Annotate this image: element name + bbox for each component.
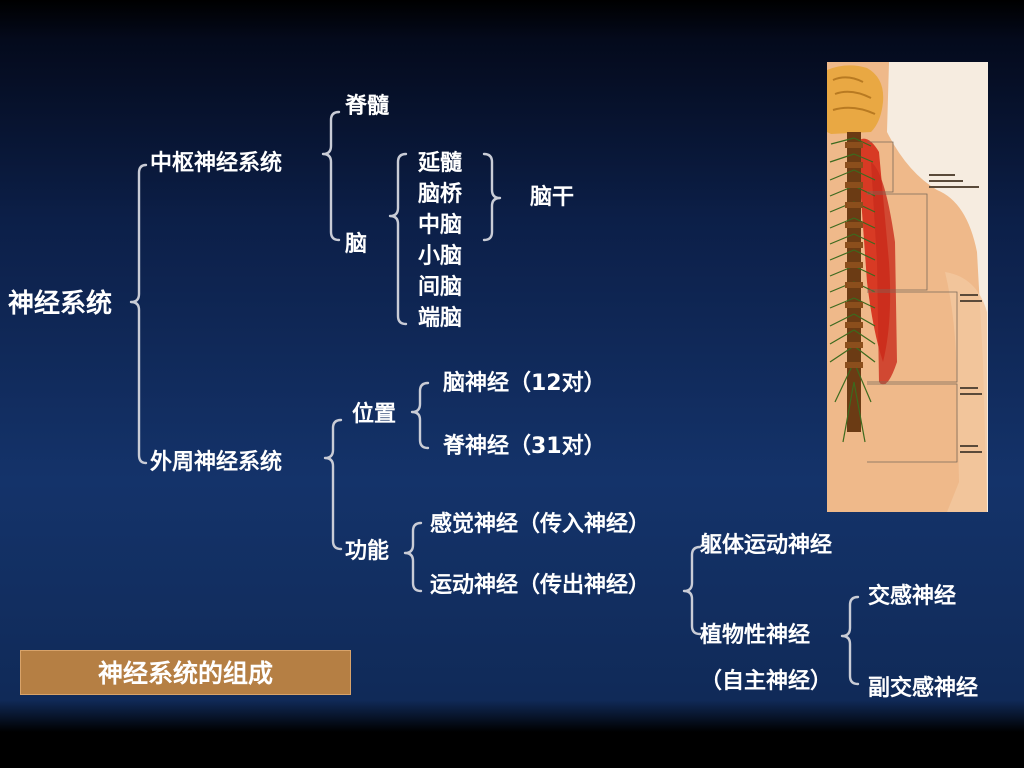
parasympathetic-nerves-label: 副交感神经 [868, 676, 979, 701]
brain-label: 脑 [345, 232, 368, 257]
autonomic-nerves-label: 植物性神经 [700, 623, 811, 648]
title-box-label: 神经系统的组成 [97, 659, 273, 688]
brain-part-pons: 脑桥 [418, 182, 463, 207]
brain-part-midbrain: 中脑 [418, 213, 463, 238]
motor-nerves-label: 运动神经（传出神经） [430, 573, 651, 598]
function-label: 功能 [345, 539, 390, 564]
autonomic-alt-label: （自主神经） [700, 669, 833, 694]
brain-shape [827, 65, 884, 134]
spinal-nerve-anatomy-illustration [827, 62, 988, 512]
cranial-nerves-label: 脑神经（12对） [443, 371, 606, 396]
back-muscle-right [871, 162, 897, 385]
spinal-nerves-label: 脊神经（31对） [443, 434, 606, 459]
brain-part-diencephalon: 间脑 [418, 275, 463, 300]
title-box: 神经系统的组成 [20, 650, 351, 695]
position-label: 位置 [352, 402, 397, 427]
motor-bracket [682, 545, 702, 636]
anatomy-drawing [827, 62, 987, 512]
brain-part-medulla: 延髓 [418, 151, 463, 176]
position-bracket [410, 381, 430, 450]
somatic-motor-nerves-label: 躯体运动神经 [700, 533, 833, 558]
peripheral-nervous-system-label: 外周神经系统 [150, 450, 283, 475]
peripheral-bracket [323, 418, 343, 551]
central-bracket [321, 110, 341, 242]
root-bracket [129, 163, 148, 465]
spinal-cord-label: 脊髓 [345, 94, 390, 119]
brain-bracket [388, 152, 408, 326]
brainstem-label: 脑干 [530, 185, 575, 210]
brain-part-cerebellum: 小脑 [418, 244, 463, 269]
sensory-nerves-label: 感觉神经（传入神经） [430, 512, 651, 537]
autonomic-bracket [840, 595, 860, 686]
brainstem-bracket [482, 152, 502, 242]
root-label: 神经系统 [8, 289, 113, 319]
sympathetic-nerves-label: 交感神经 [868, 584, 957, 609]
brain-part-telencephalon: 端脑 [418, 306, 463, 331]
central-nervous-system-label: 中枢神经系统 [150, 151, 283, 176]
function-bracket [403, 521, 423, 593]
